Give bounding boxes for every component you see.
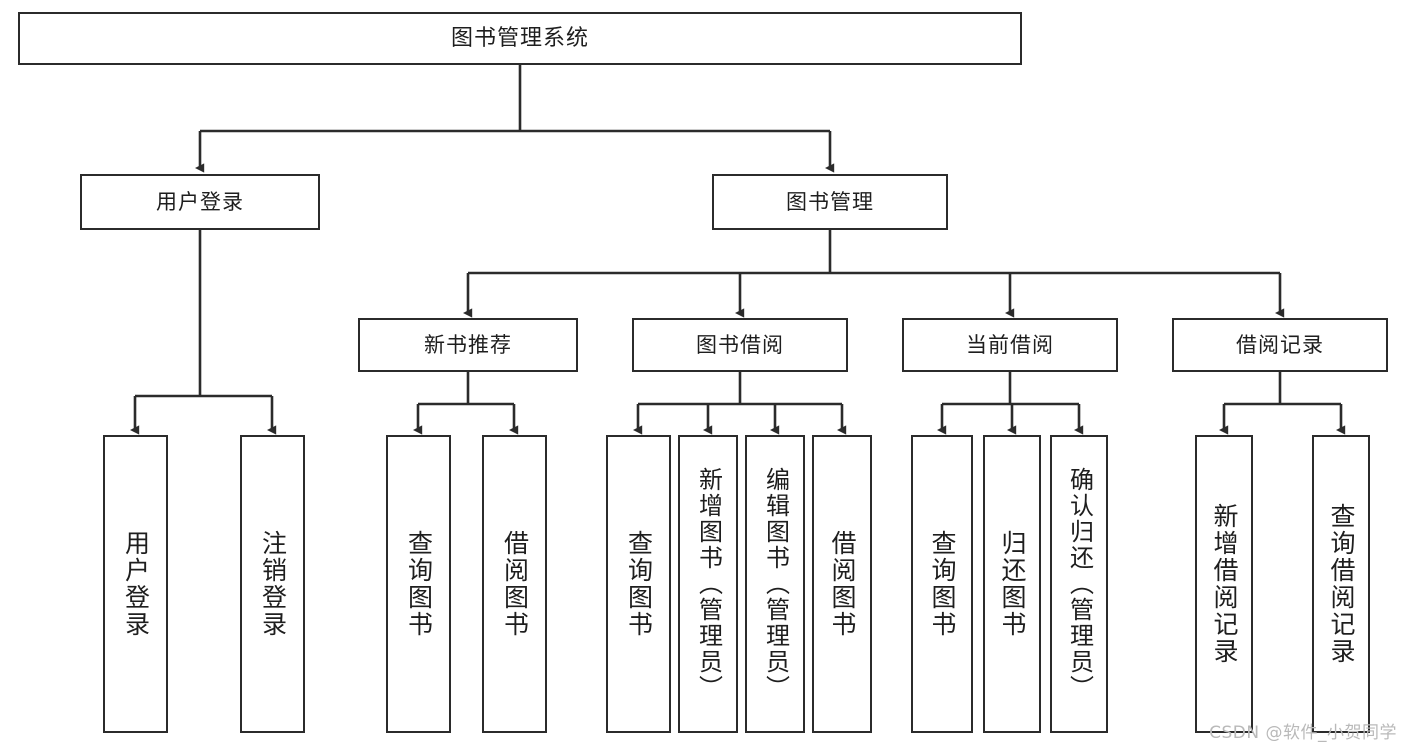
node-book-management-system[interactable]: 图书管理系统 [18,12,1022,65]
leaf-return-book[interactable]: 归还图书 [983,435,1041,733]
leaf-query-borrow-record[interactable]: 查询借阅记录 [1312,435,1370,733]
node-label: 图书管理系统 [450,25,589,51]
node-label: 图书借阅 [696,332,784,357]
node-book-borrow[interactable]: 图书借阅 [632,318,848,372]
leaf-user-login-action[interactable]: 用户登录 [103,435,168,733]
leaf-label: 查询图书 [928,530,957,638]
node-book-management[interactable]: 图书管理 [712,174,948,230]
leaf-label: 查询图书 [624,530,654,638]
leaf-label: 查询借阅记录 [1327,503,1356,665]
leaf-label: 注销登录 [258,530,288,638]
node-current-borrow[interactable]: 当前借阅 [902,318,1118,372]
leaf-edit-book-admin[interactable]: 编辑图书（管理员） [745,435,805,733]
leaf-add-book-admin[interactable]: 新增图书（管理员） [678,435,738,733]
node-user-login[interactable]: 用户登录 [80,174,320,230]
leaf-label: 编辑图书（管理员） [761,467,790,701]
node-borrow-record[interactable]: 借阅记录 [1172,318,1388,372]
leaf-label: 新增借阅记录 [1210,503,1239,665]
leaf-borrow-book-recommend[interactable]: 借阅图书 [482,435,547,733]
leaf-label: 归还图书 [998,530,1027,638]
leaf-label: 用户登录 [121,530,151,638]
leaf-label: 确认归还（管理员） [1065,467,1094,701]
node-new-book-recommend[interactable]: 新书推荐 [358,318,578,372]
node-label: 新书推荐 [424,332,512,357]
leaf-query-book-current[interactable]: 查询图书 [911,435,973,733]
leaf-add-borrow-record[interactable]: 新增借阅记录 [1195,435,1253,733]
leaf-label: 查询图书 [404,530,434,638]
node-label: 用户登录 [156,189,244,214]
leaf-user-logout-action[interactable]: 注销登录 [240,435,305,733]
node-label: 借阅记录 [1236,332,1324,357]
node-label: 图书管理 [786,189,874,214]
leaf-label: 新增图书（管理员） [694,467,723,701]
csdn-watermark: CSDN @软件_小贺同学 [1209,723,1397,743]
leaf-label: 借阅图书 [828,530,857,638]
leaf-confirm-return-admin[interactable]: 确认归还（管理员） [1050,435,1108,733]
leaf-query-book-recommend[interactable]: 查询图书 [386,435,451,733]
leaf-query-book-borrow[interactable]: 查询图书 [606,435,671,733]
node-label: 当前借阅 [966,332,1054,357]
leaf-label: 借阅图书 [500,530,530,638]
leaf-borrow-book-action[interactable]: 借阅图书 [812,435,872,733]
